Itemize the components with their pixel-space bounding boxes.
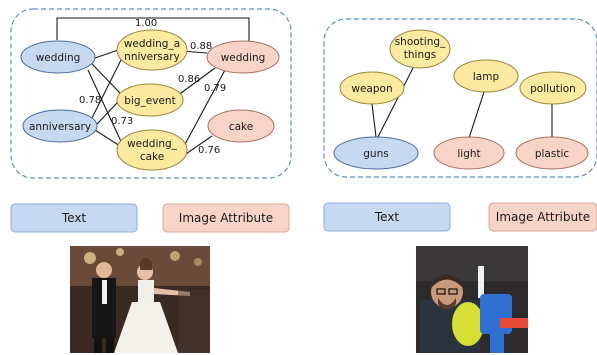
node-light (433, 136, 505, 170)
node-light-label: light (457, 148, 480, 160)
edge-shooting-guns (377, 65, 415, 138)
node-plastic-label: plastic (535, 148, 570, 160)
edge-label-073: 0.73 (111, 116, 133, 127)
edge-wedding-cake-cake (182, 135, 213, 157)
node-shooting-things (389, 29, 451, 69)
edge-wedding-cake-wedding (182, 69, 226, 149)
node-wedding-anniversary (116, 29, 188, 71)
legend-image-attribute-right (488, 202, 597, 232)
node-wedding-cake-line2: cake (140, 151, 164, 163)
node-lamp-label: lamp (473, 71, 500, 83)
node-weapon (339, 71, 405, 105)
node-pollution-label: pollution (530, 83, 576, 95)
node-guns-label: guns (363, 148, 388, 160)
legend-text-right (323, 202, 451, 232)
node-guns (333, 136, 419, 170)
node-lamp (453, 59, 519, 93)
water-gun-photo (416, 246, 528, 353)
legend-text-left (10, 203, 138, 233)
edge-label-top: 1.00 (135, 18, 157, 29)
node-wedding-cake (116, 129, 188, 171)
edge-wedding-wedding (56, 17, 250, 42)
node-wedding-anniversary-line2: nniversary (124, 51, 180, 63)
left-graph-edges (56, 17, 250, 157)
legend-image-attribute-right-label: Image Attribute (496, 210, 590, 224)
edge-label-076: 0.76 (198, 145, 220, 156)
node-big-event (116, 83, 184, 117)
edge-lamp-light (468, 91, 485, 139)
edge-big-event-wedding (176, 67, 216, 97)
edge-label-078: 0.78 (79, 95, 101, 106)
node-anniversary (22, 109, 98, 143)
node-weapon-label: weapon (351, 83, 392, 95)
node-pollution (519, 71, 587, 105)
edge-anniversary-wedding-cake (94, 129, 121, 147)
node-cake-attr (207, 109, 275, 143)
left-graph-panel (10, 8, 292, 179)
node-shooting-line1: shooting_ (395, 36, 446, 48)
edge-label-079: 0.79 (204, 83, 226, 94)
right-graph-edges (371, 65, 553, 139)
node-wedding-anniversary-line1: wedding_a (124, 38, 180, 50)
edge-weapon-guns (371, 103, 377, 138)
legend-image-attribute-left (162, 203, 290, 233)
edge-wedding-wedding-cake (87, 69, 125, 149)
node-shooting-line2: things (404, 49, 436, 61)
legend-image-attribute-left-label: Image Attribute (179, 211, 273, 225)
legend-text-left-label: Text (61, 211, 87, 225)
node-wedding-text-label: wedding (36, 52, 81, 64)
edge-anniversary-wedding-anniversary (91, 53, 125, 119)
node-anniversary-label: anniversary (29, 121, 91, 133)
node-wedding-attr (206, 40, 280, 74)
edge-anniversary-big-event (96, 101, 119, 125)
right-graph-panel (323, 18, 597, 178)
wedding-photo (70, 246, 210, 353)
node-cake-attr-label: cake (229, 121, 253, 133)
node-wedding-text (20, 40, 96, 74)
node-big-event-label: big_event (124, 95, 175, 107)
edge-label-086: 0.86 (178, 74, 200, 85)
node-wedding-attr-label: wedding (221, 52, 266, 64)
legend-text-right-label: Text (374, 210, 400, 224)
edge-wedding-big-event (91, 63, 124, 97)
edge-label-088: 0.88 (190, 41, 212, 52)
node-plastic (515, 136, 589, 170)
node-wedding-cake-line1: wedding_ (127, 138, 178, 150)
